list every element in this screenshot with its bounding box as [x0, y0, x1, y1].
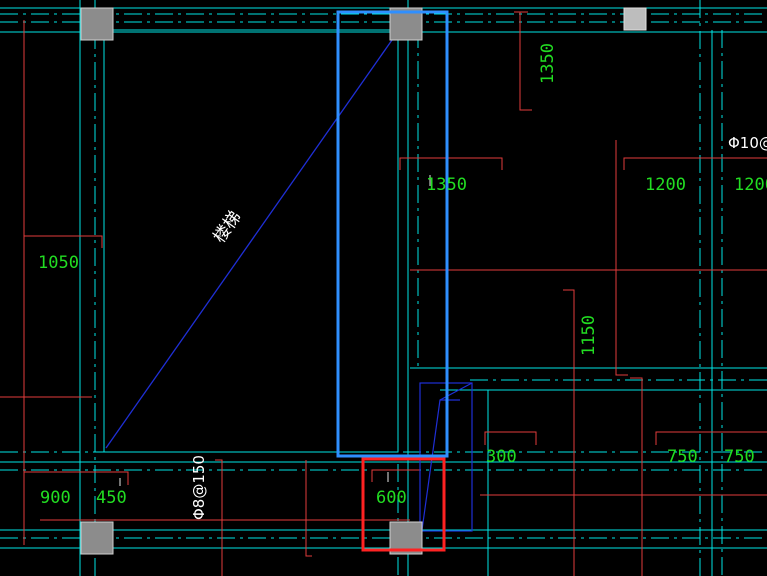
column-bottom-left: [80, 521, 114, 555]
dimension-lines: [0, 11, 767, 576]
highlight-red-frame[interactable]: [361, 457, 446, 552]
highlight-blue-frame[interactable]: [336, 10, 449, 458]
dim-1050: 1050: [38, 253, 79, 273]
rebar-label-a: Φ10@: [728, 134, 767, 152]
dim-1350-top: 1350: [538, 43, 558, 84]
dim-1200-b: 1200: [734, 175, 767, 195]
dim-1150: 1150: [579, 315, 599, 356]
dim-750-a: 750: [667, 447, 698, 467]
stair-well-outline: [103, 29, 399, 453]
column-top-right: [623, 7, 647, 31]
dim-600: 600: [376, 488, 407, 508]
columns: [80, 7, 647, 555]
tick-marks: [119, 175, 431, 486]
column-top-left: [80, 7, 114, 41]
dim-1200-a: 1200: [645, 175, 686, 195]
dim-750-b: 750: [724, 447, 755, 467]
dim-300: 300: [486, 447, 517, 467]
dim-450: 450: [96, 488, 127, 508]
rebar-label-b: Φ8@150: [190, 455, 208, 520]
dim-900: 900: [40, 488, 71, 508]
dim-1350-mid: 1350: [426, 175, 467, 195]
